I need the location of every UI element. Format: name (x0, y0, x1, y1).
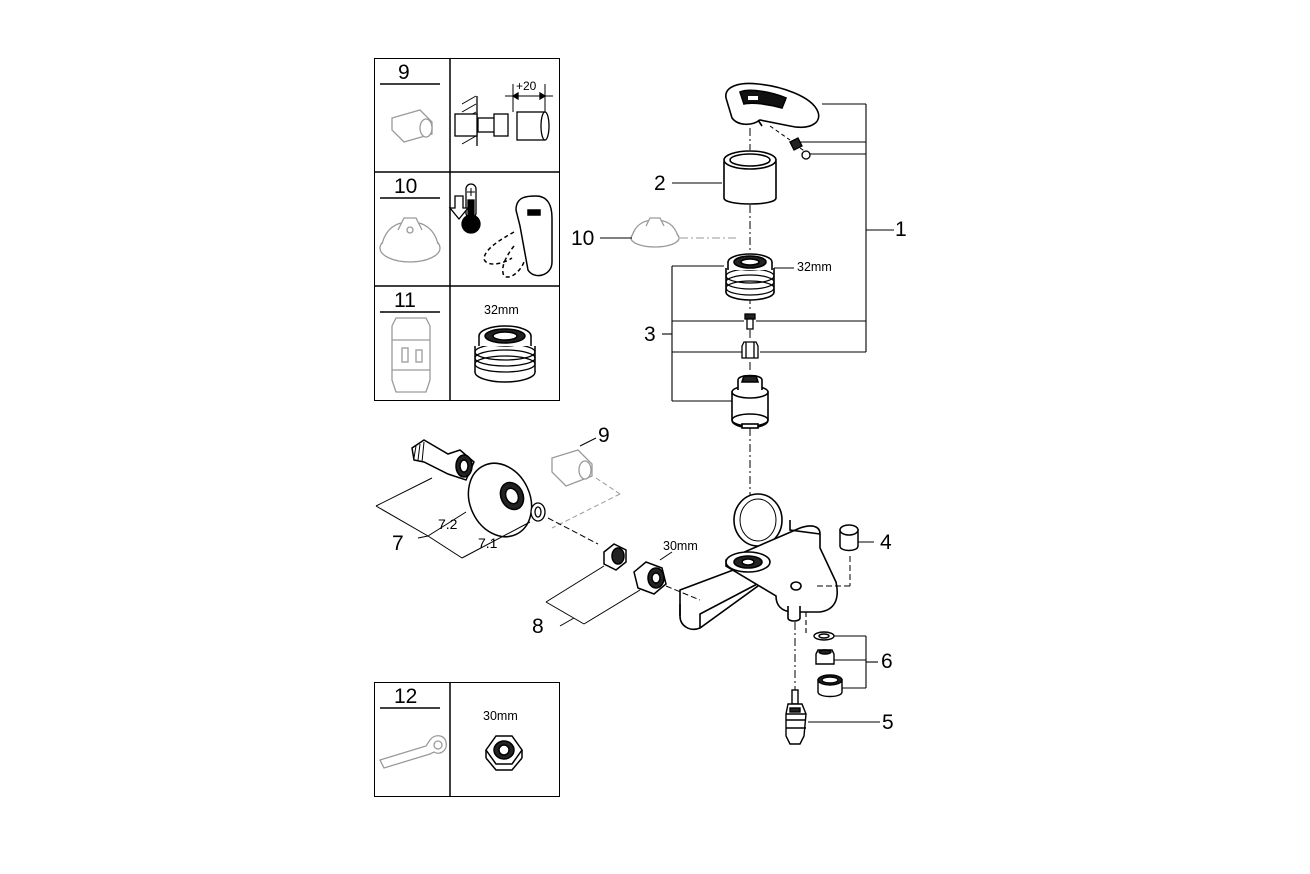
callout-1: 1 (895, 218, 907, 241)
cartridge (731, 374, 769, 429)
tool-table (374, 682, 560, 797)
temperature-stop-ghost (630, 217, 680, 248)
headpart-dimension-label: 32mm (797, 260, 832, 274)
callout-7-1: 7.1 (478, 535, 498, 551)
table-row-10-number: 10 (394, 175, 418, 198)
union-nut-30mm (633, 561, 667, 595)
callout-3: 3 (644, 323, 656, 346)
callout-9: 9 (598, 424, 610, 447)
extension-adapter-ghost (551, 449, 593, 487)
callout-8: 8 (532, 615, 544, 638)
cartridge-screw (744, 313, 756, 330)
nut-dimension-label: 30mm (663, 539, 698, 553)
table-row-9-number: 9 (398, 61, 410, 84)
wrench-ghost-icon (379, 735, 447, 769)
cartridge-tool-ghost-icon (391, 317, 431, 393)
cover-cap (723, 150, 777, 205)
diverter-aerator (817, 674, 843, 698)
extension-dimension-label: +20 (516, 79, 537, 93)
headpart-32mm-drawing (474, 325, 536, 383)
tool-table-number: 12 (394, 685, 418, 708)
eccentric-union (411, 439, 475, 481)
wall-flange (467, 462, 533, 538)
diverter-washer (813, 631, 835, 641)
end-cap (839, 524, 859, 552)
arrow-down-icon (448, 195, 470, 221)
spindle-adapter (741, 341, 759, 359)
tool-table-dimension: 30mm (483, 709, 518, 723)
flange-washer (530, 502, 546, 522)
callout-7: 7 (392, 532, 404, 555)
temperature-stop-ghost-icon (379, 217, 441, 263)
nut-30mm-drawing (485, 735, 523, 771)
union-nut-connector (603, 543, 627, 571)
table-row-11-dimension: 32mm (484, 303, 519, 317)
callout-5: 5 (882, 711, 894, 734)
adapter-ghost-icon (391, 109, 433, 143)
mixer-body (679, 493, 838, 631)
callout-10: 10 (571, 227, 595, 250)
table-row-11-number: 11 (394, 289, 416, 312)
wall-extension-drawing (454, 84, 553, 146)
callout-6: 6 (881, 650, 893, 673)
lever-rotation-drawing (483, 195, 553, 278)
diverter-cartridge (785, 689, 807, 745)
callout-4: 4 (880, 531, 892, 554)
thermometer-icon (461, 183, 481, 234)
callout-2: 2 (654, 172, 666, 195)
lever-handle (725, 82, 820, 128)
headpart-32mm (725, 253, 775, 301)
handle-screw-small (789, 137, 811, 160)
callout-7-2: 7.2 (438, 516, 458, 532)
diverter-nut (815, 649, 835, 665)
